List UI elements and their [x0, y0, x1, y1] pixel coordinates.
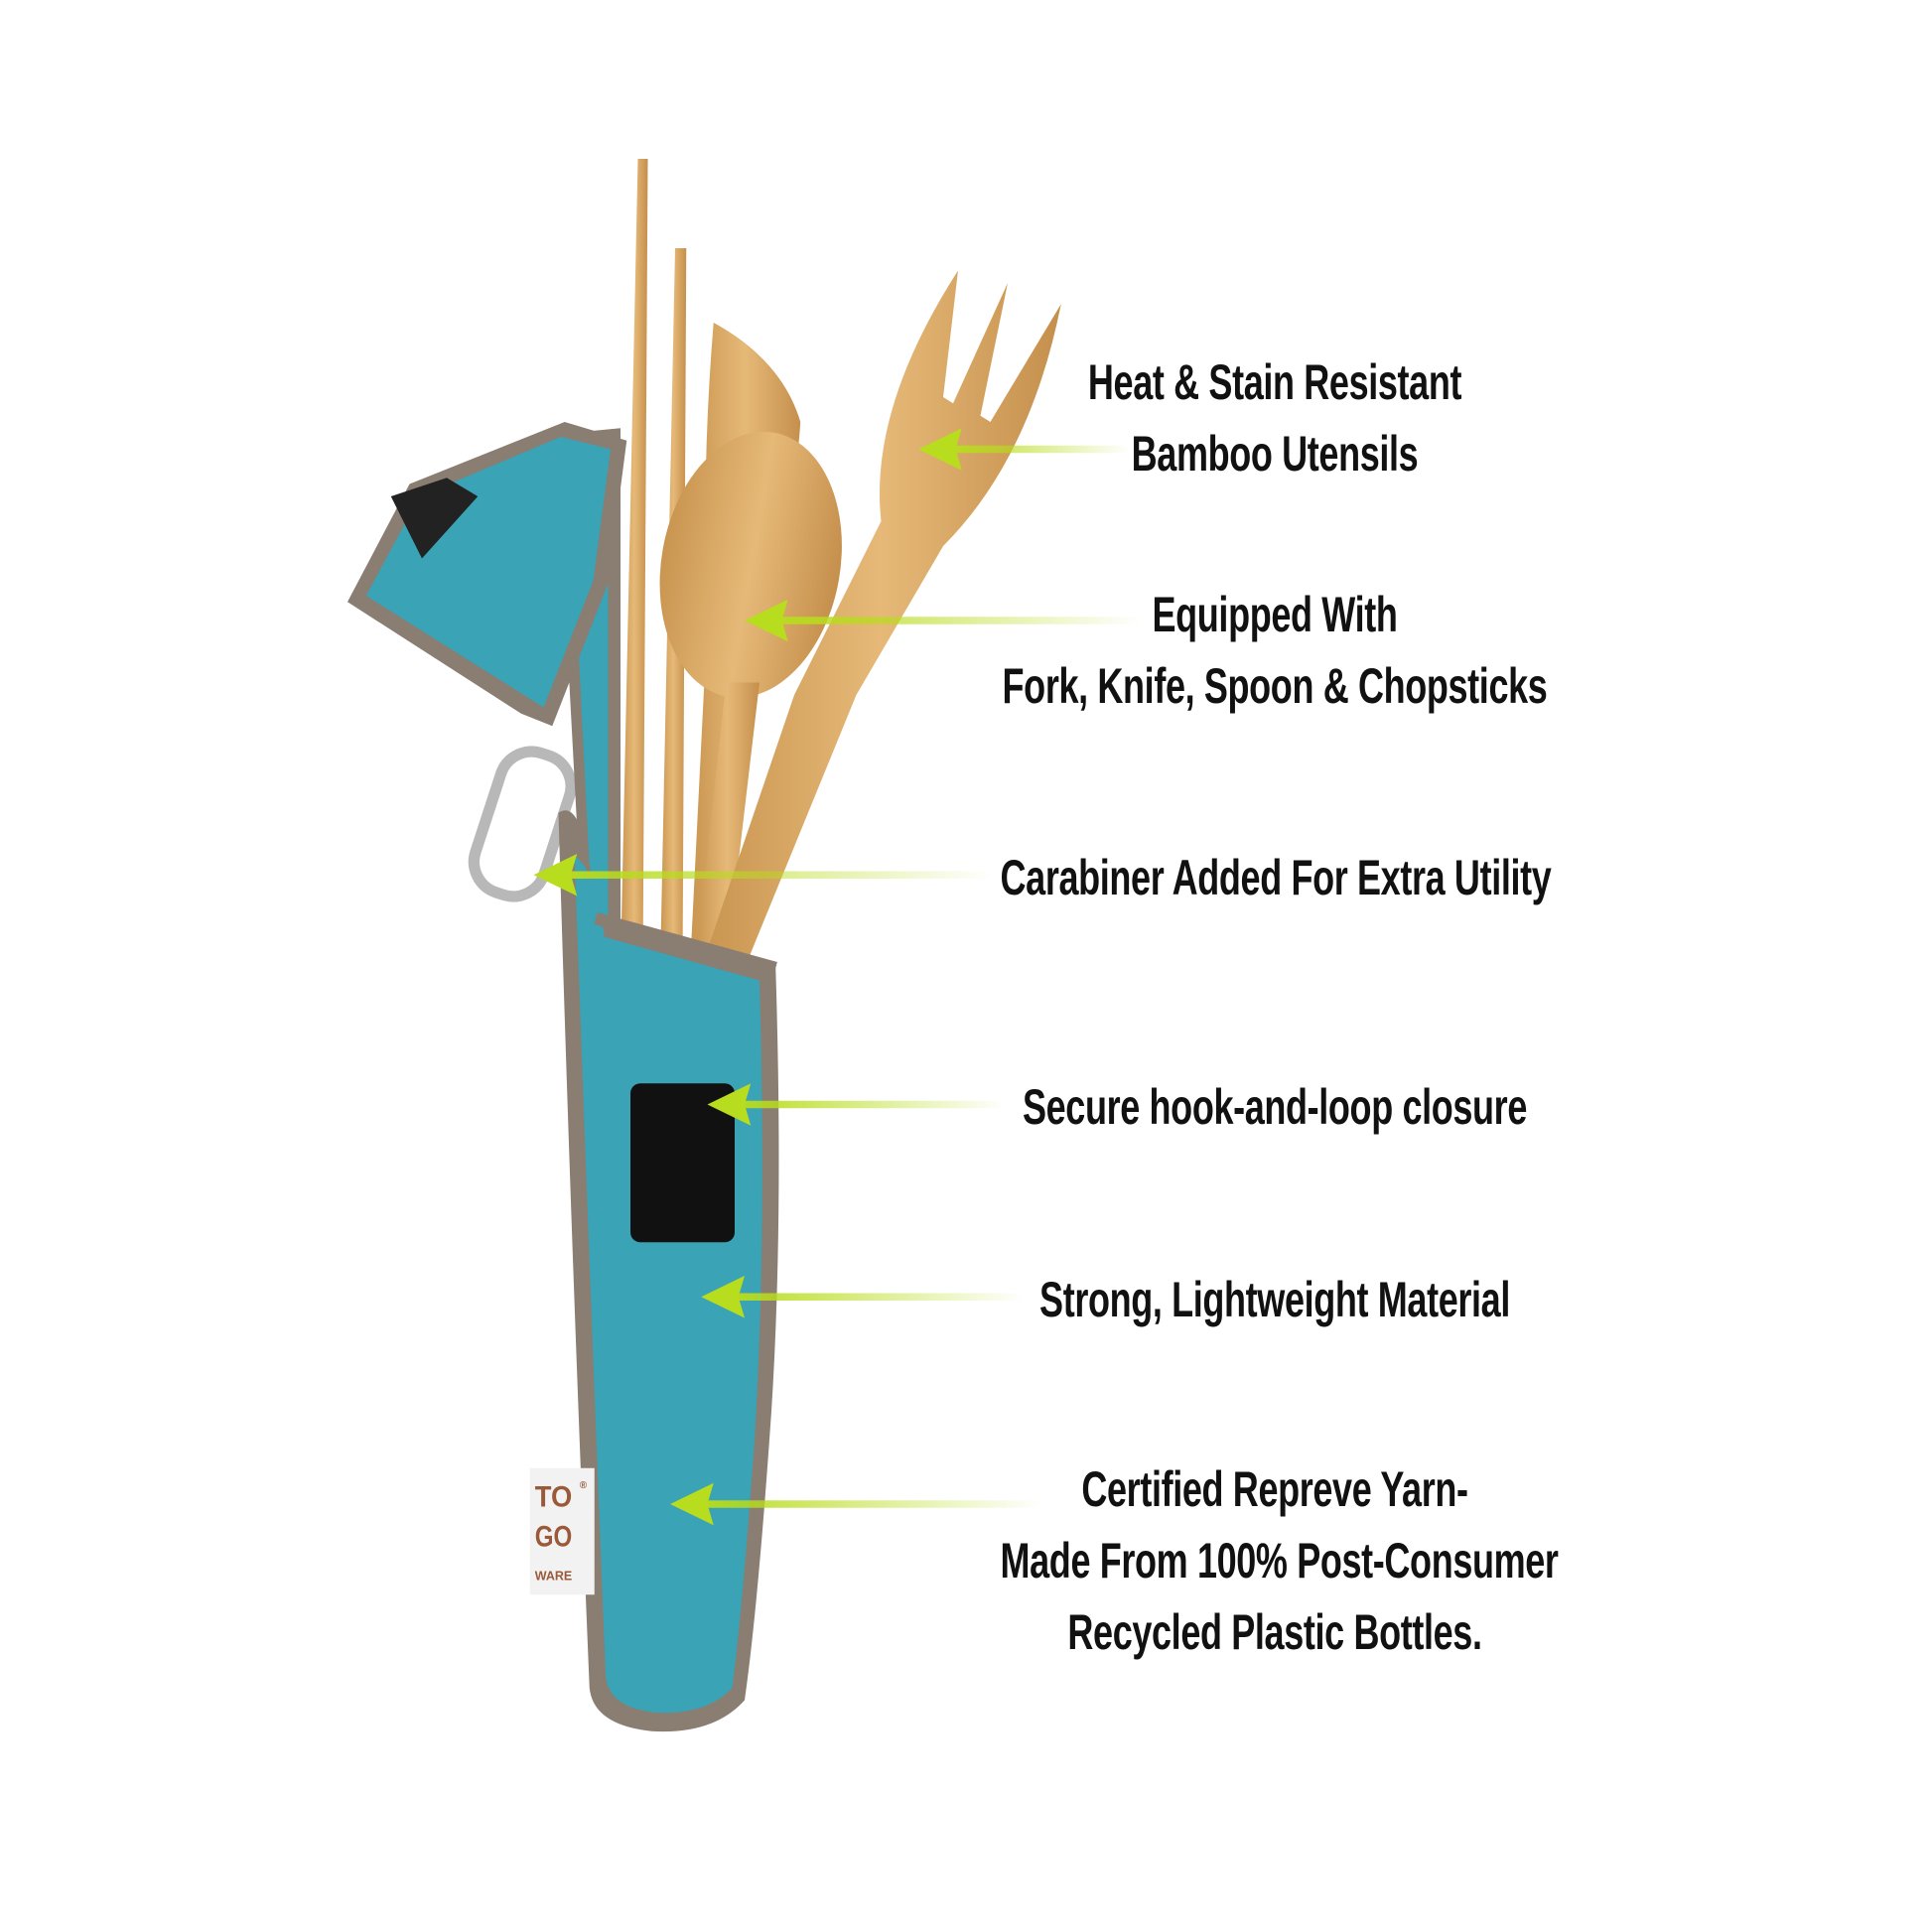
spoon — [659, 431, 842, 968]
feature-closure: Secure hook-and-loop closure — [894, 1071, 1656, 1143]
arrow-yarn — [670, 1482, 1042, 1526]
arrow-utensils — [918, 428, 1130, 471]
hook-and-loop-patch — [630, 1083, 735, 1243]
feature-line: Recycled Plastic Bottles. — [1067, 1604, 1482, 1660]
arrow-closure — [707, 1083, 1006, 1126]
arrow-set — [745, 599, 1142, 642]
feature-line: Certified Repreve Yarn- — [1081, 1461, 1468, 1517]
feature-line: Bamboo Utensils — [1131, 426, 1419, 482]
feature-line: Heat & Stain Resistant — [1087, 354, 1462, 410]
callout-arrows — [533, 428, 1142, 1526]
pouch-flap — [347, 422, 627, 727]
feature-line: Secure hook-and-loop closure — [1022, 1079, 1528, 1135]
feature-line: Equipped With — [1152, 587, 1398, 642]
logo-line3: WARE — [535, 1569, 573, 1583]
feature-utensils: Heat & Stain Resistant Bamboo Utensils — [894, 346, 1656, 489]
feature-line: Carabiner Added For Extra Utility — [1000, 850, 1552, 905]
feature-line: Fork, Knife, Spoon & Chopsticks — [1002, 658, 1548, 714]
logo-line2: GO — [535, 1521, 573, 1554]
arrow-material — [701, 1276, 1025, 1318]
feature-line: Strong, Lightweight Material — [1039, 1272, 1510, 1327]
logo-registered-mark: ® — [580, 1480, 588, 1491]
togo-ware-logo-tag: TO GO WARE ® — [529, 1467, 595, 1595]
feature-material: Strong, Lightweight Material — [894, 1264, 1656, 1335]
feature-yarn: Certified Repreve Yarn- Made From 100% P… — [894, 1453, 1656, 1668]
logo-line1: TO — [535, 1481, 573, 1514]
arrow-carabiner — [533, 854, 993, 897]
feature-set: Equipped With Fork, Knife, Spoon & Chops… — [894, 579, 1656, 722]
feature-line: Made From 100% Post-Consumer — [1000, 1533, 1559, 1588]
carabiner — [468, 746, 577, 902]
feature-carabiner: Carabiner Added For Extra Utility — [894, 842, 1656, 913]
